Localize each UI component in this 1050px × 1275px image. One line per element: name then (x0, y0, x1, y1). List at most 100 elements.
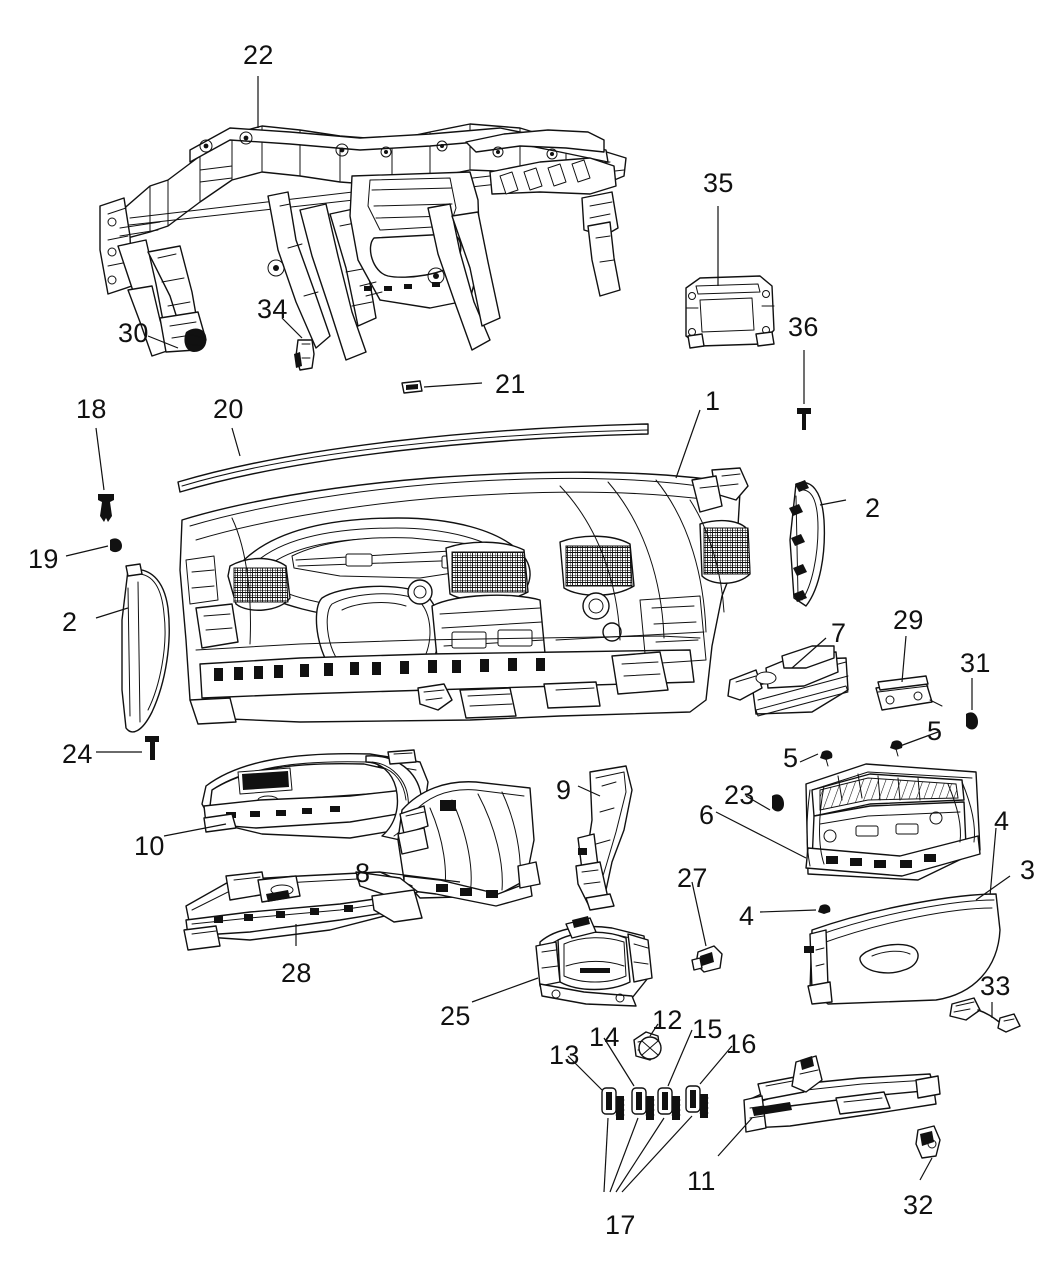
callout-14[interactable]: 14 (589, 1022, 620, 1052)
callout-10[interactable]: 10 (134, 831, 165, 861)
part-29-bracket (875, 675, 943, 711)
part-8-center-lower-bezel (397, 781, 541, 907)
callout-23[interactable]: 23 (724, 780, 755, 810)
leader-3 (975, 875, 1011, 901)
callout-5-a[interactable]: 5 (783, 743, 799, 773)
part-4-screw-left (818, 904, 831, 914)
leader-17-fan (603, 1115, 693, 1193)
leader-29 (901, 635, 907, 683)
leader-10 (163, 823, 227, 837)
callout-17[interactable]: 17 (605, 1210, 636, 1240)
part-31-plug (966, 712, 978, 730)
callout-4-left[interactable]: 4 (739, 901, 755, 931)
callout-24[interactable]: 24 (62, 739, 93, 769)
leader-25 (471, 977, 539, 1003)
leader-32 (919, 1157, 933, 1181)
part-18-push-pin (98, 494, 114, 522)
callout-20[interactable]: 20 (213, 394, 244, 424)
part-20-defroster-trim (177, 423, 649, 493)
leader-12 (649, 1023, 659, 1037)
part-27-clip (691, 945, 723, 973)
leader-4-right (989, 827, 997, 897)
leader-23 (745, 795, 771, 811)
callout-19[interactable]: 19 (28, 544, 59, 574)
callout-15[interactable]: 15 (692, 1014, 723, 1044)
callout-21[interactable]: 21 (495, 369, 526, 399)
part-33-lamp-wire (949, 997, 1021, 1033)
leader-2-left (95, 607, 129, 619)
callout-12[interactable]: 12 (652, 1005, 683, 1035)
part-14-clip (631, 1087, 655, 1120)
callout-22[interactable]: 22 (243, 40, 274, 70)
part-5-screw-a (820, 750, 833, 767)
part-1-instrument-panel (179, 467, 751, 725)
part-30-grommet (184, 328, 207, 352)
leader-11 (717, 1117, 753, 1157)
callout-27[interactable]: 27 (677, 863, 708, 893)
leader-9 (577, 785, 601, 797)
leader-21 (423, 382, 483, 388)
leader-13 (567, 1055, 603, 1091)
part-12-knob-screw (633, 1031, 662, 1061)
part-5-screw-b (890, 740, 903, 757)
leader-8 (379, 871, 461, 883)
part-2-left-end-cap (121, 563, 170, 733)
callout-25[interactable]: 25 (440, 1001, 471, 1031)
leader-30 (147, 335, 179, 349)
callout-28[interactable]: 28 (281, 958, 312, 988)
callout-8[interactable]: 8 (355, 858, 371, 888)
part-32-bracket-clip (915, 1125, 941, 1159)
leader-27 (691, 881, 707, 947)
part-22-cross-car-beam (99, 123, 627, 361)
part-2-right-end-cap (789, 480, 826, 607)
callout-11[interactable]: 11 (687, 1166, 716, 1196)
leader-5-b (899, 731, 939, 747)
part-28-reinforcement-bracket (183, 871, 423, 951)
part-9-console-side-panel (575, 765, 633, 911)
part-15-clip (657, 1087, 681, 1120)
callout-33[interactable]: 33 (980, 971, 1011, 1001)
part-13-clip (601, 1087, 625, 1120)
callout-34[interactable]: 34 (257, 294, 288, 324)
part-35-module-bracket (685, 275, 775, 349)
callout-3[interactable]: 3 (1020, 855, 1036, 885)
callout-35[interactable]: 35 (703, 168, 734, 198)
callout-2-left[interactable]: 2 (62, 607, 78, 637)
part-23-plug (772, 794, 784, 812)
leader-34 (281, 317, 303, 339)
leader-14 (603, 1037, 635, 1087)
leader-20 (231, 427, 241, 457)
callout-36[interactable]: 36 (788, 312, 819, 342)
part-24-screw (145, 736, 159, 760)
callout-1[interactable]: 1 (705, 386, 721, 416)
callout-31[interactable]: 31 (960, 648, 991, 678)
leader-15 (667, 1029, 693, 1087)
part-6-glove-box-housing (805, 763, 981, 881)
part-34-retainer (294, 339, 315, 371)
part-19-cap-nut (110, 538, 122, 553)
part-10-knee-bolster-trim (201, 749, 429, 841)
leader-7 (791, 637, 827, 669)
callout-9[interactable]: 9 (556, 775, 572, 805)
part-25-radio-head-unit (535, 916, 653, 1007)
callout-30[interactable]: 30 (118, 318, 149, 348)
part-7-passenger-airbag (727, 645, 849, 717)
callout-29[interactable]: 29 (893, 605, 924, 635)
callout-5-b[interactable]: 5 (927, 716, 943, 746)
callout-16[interactable]: 16 (726, 1029, 757, 1059)
callout-13[interactable]: 13 (549, 1040, 580, 1070)
part-16-clip (685, 1085, 709, 1118)
leader-6 (715, 811, 807, 859)
leader-4-left (759, 909, 817, 913)
part-21-clip (401, 380, 423, 394)
leader-5-a (799, 753, 819, 763)
callout-7[interactable]: 7 (831, 618, 847, 648)
part-11-console-base-rail (743, 1055, 941, 1133)
callout-4-right[interactable]: 4 (994, 806, 1010, 836)
callout-32[interactable]: 32 (903, 1190, 934, 1220)
callout-6[interactable]: 6 (699, 800, 715, 830)
callout-2-right[interactable]: 2 (865, 493, 881, 523)
callout-18[interactable]: 18 (76, 394, 107, 424)
